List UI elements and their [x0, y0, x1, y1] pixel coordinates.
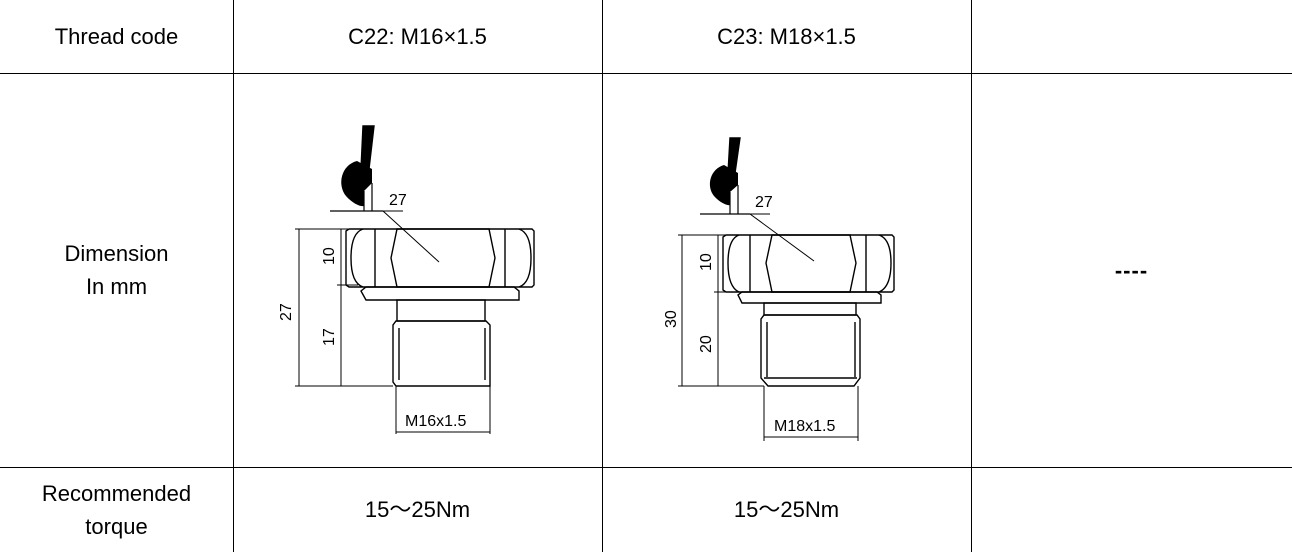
drawing-c22-cell: 27 27 — [233, 73, 602, 467]
thread-length-label: 20 — [698, 335, 715, 353]
torque-label-line1: Recommended — [41, 480, 192, 506]
thread-length-label: 17 — [321, 328, 338, 346]
dimension-label-cell: Dimension In mm — [0, 73, 233, 467]
thread-label: M18x1.5 — [774, 418, 835, 435]
col-divider-1 — [233, 0, 234, 552]
hex-height-label: 10 — [698, 253, 715, 271]
header-col1-cell: C22: M16×1.5 — [233, 0, 602, 73]
wrench-size-label: 27 — [389, 192, 407, 209]
wrench-size-label: 27 — [755, 194, 773, 211]
torque-col2-cell: 15～25Nm — [602, 467, 971, 552]
total-height-label: 27 — [278, 303, 295, 321]
not-applicable-dashes: ---- — [1114, 257, 1149, 283]
torque-col1-cell: 15～25Nm — [233, 467, 602, 552]
header-label-cell: Thread code — [0, 0, 233, 73]
torque-value-c23: 15～25Nm — [733, 497, 840, 522]
thread-code-c23: C23: M18×1.5 — [717, 24, 856, 49]
threaded-stem — [760, 314, 861, 387]
thread-label: M16x1.5 — [405, 413, 466, 430]
hex-height-label: 10 — [321, 247, 338, 265]
dimension-label-line1: Dimension — [64, 241, 169, 266]
hex-nut — [722, 234, 895, 316]
total-height-label: 30 — [663, 310, 680, 328]
torque-label-cell: Recommended torque — [0, 467, 233, 552]
torque-label-line2: torque — [85, 513, 148, 539]
wrench-icon — [341, 125, 375, 211]
dimension-drawing-c22: 27 27 — [278, 125, 535, 434]
dimension-col3-cell: ---- — [971, 73, 1292, 467]
wrench-icon — [709, 137, 741, 214]
col-divider-3 — [971, 0, 972, 552]
header-col2-cell: C23: M18×1.5 — [602, 0, 971, 73]
dimension-drawing-c23: 27 30 10 20 — [663, 137, 895, 441]
col-divider-2 — [602, 0, 603, 552]
hex-nut — [345, 228, 535, 322]
header-label: Thread code — [54, 24, 179, 49]
torque-col3-cell — [971, 467, 1292, 552]
row-divider-dimension — [0, 467, 1292, 468]
dimension-label-line2: In mm — [85, 274, 148, 299]
threaded-stem — [392, 320, 491, 387]
header-col3-cell — [971, 0, 1292, 73]
drawing-c23-cell: 27 30 10 20 — [602, 73, 971, 467]
thread-code-c22: C22: M16×1.5 — [348, 24, 487, 49]
torque-value-c22: 15～25Nm — [364, 497, 471, 522]
row-divider-header — [0, 73, 1292, 74]
